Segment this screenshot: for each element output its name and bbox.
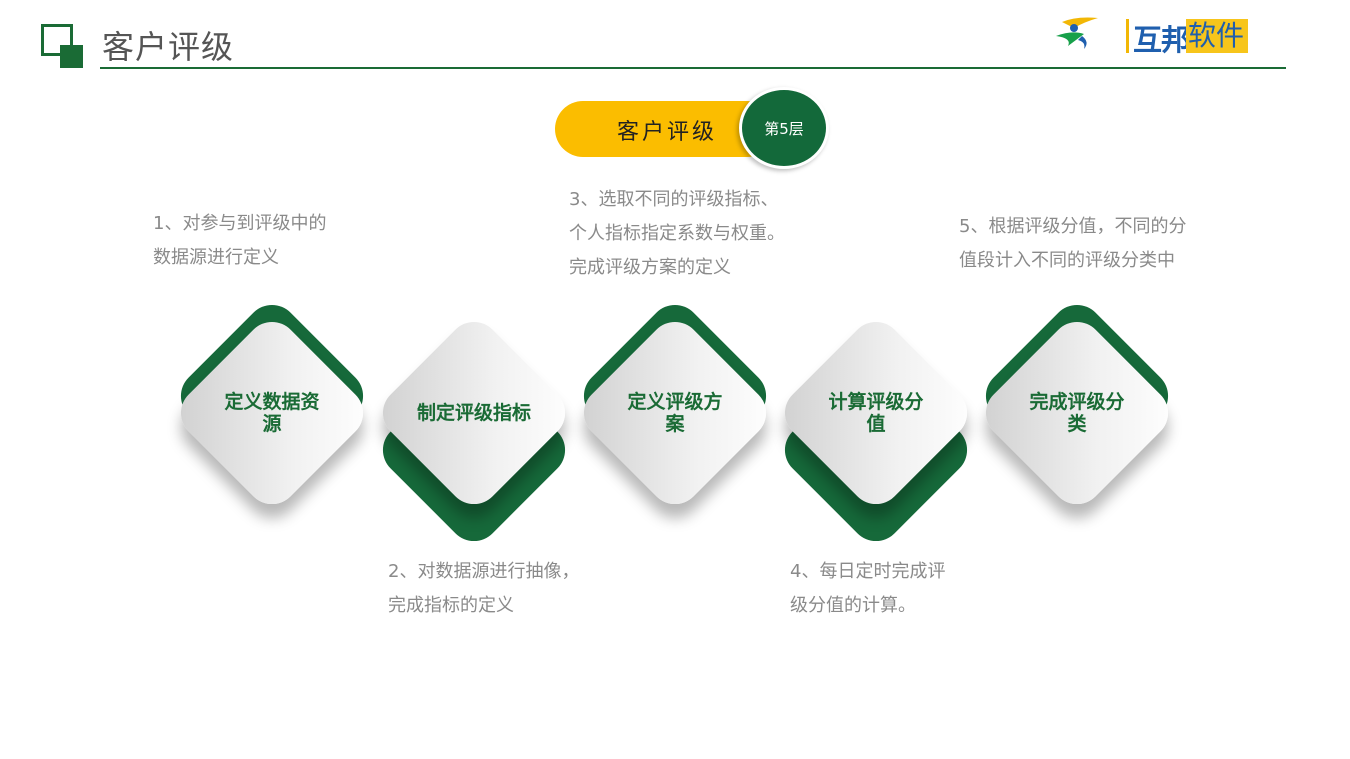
layer-pill-label: 客户评级 xyxy=(617,120,718,145)
layer-number: 第5层 xyxy=(764,120,804,138)
step-4-label: 计算评级分值 xyxy=(828,391,924,435)
layer-circle xyxy=(739,87,829,169)
logo-text-highlight: 软件 xyxy=(1186,19,1248,53)
step-5-description: 5、根据评级分值，不同的分 值段计入不同的评级分类中 xyxy=(959,216,1187,271)
step-5-label: 完成评级分类 xyxy=(1029,391,1125,435)
logo-text-main: 互邦 xyxy=(1133,23,1190,57)
logo-text-secondary: 软件 xyxy=(1188,19,1245,52)
step-3-description: 3、选取不同的评级指标、 个人指标指定系数与权重。 完成评级方案的定义 xyxy=(569,189,785,278)
step-4-description: 4、每日定时完成评 级分值的计算。 xyxy=(790,561,946,616)
title-square-icon xyxy=(41,24,83,68)
step-1-label: 定义数据资源 xyxy=(224,391,320,435)
step-1-diamond: 定义数据资源 xyxy=(162,294,382,523)
step-2-description: 2、对数据源进行抽像， 完成指标的定义 xyxy=(388,561,580,616)
step-4-diamond: 计算评级分值 xyxy=(766,303,986,552)
layer-pill xyxy=(555,101,775,157)
step-1-description: 1、对参与到评级中的 数据源进行定义 xyxy=(153,213,327,268)
step-3-diamond: 定义评级方案 xyxy=(565,294,785,523)
page-title: 客户评级 xyxy=(102,28,235,66)
logo-figure-icon xyxy=(1056,17,1098,49)
logo-divider xyxy=(1126,19,1129,53)
step-2-diamond: 制定评级指标 xyxy=(364,303,584,552)
step-5-diamond: 完成评级分类 xyxy=(967,294,1187,523)
step-3-label: 定义评级方案 xyxy=(627,391,723,435)
header-divider xyxy=(100,67,1286,69)
step-2-label: 制定评级指标 xyxy=(416,402,531,424)
